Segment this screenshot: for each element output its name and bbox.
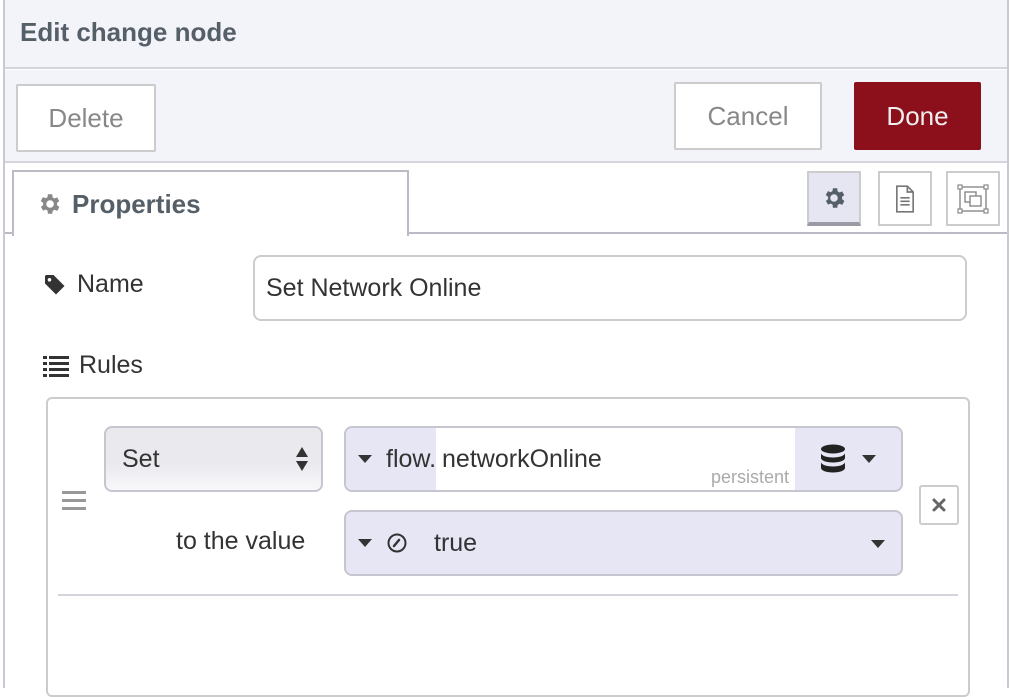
database-icon [821,444,846,473]
tab-bar: Properties [5,165,1007,236]
gear-icon [40,194,60,214]
cancel-button[interactable]: Cancel [674,82,822,150]
rules-list: Set flow. networkOnline persistent [46,397,970,697]
document-icon [896,184,914,213]
tag-icon [45,274,65,294]
caret-down-icon [871,540,885,548]
remove-rule-button[interactable] [919,485,959,525]
list-icon [43,355,69,377]
value-type-select[interactable] [346,512,408,574]
close-icon [932,498,946,512]
tab-properties[interactable]: Properties [12,170,409,236]
name-label-text: Name [77,270,144,298]
name-input[interactable] [253,255,967,321]
edit-tray: Edit change node Delete Cancel Done Prop… [3,0,1009,697]
delete-button[interactable]: Delete [16,84,156,152]
to-the-value-label: to the value [176,527,306,555]
rules-label-text: Rules [79,351,143,379]
rule-action-value: Set [122,444,160,473]
caret-down-icon [862,455,877,463]
caret-down-icon [358,455,372,463]
caret-down-icon [358,539,372,547]
tab-properties-label: Properties [72,188,201,219]
boolean-icon [387,533,407,553]
rule-divider [58,594,958,596]
value-input[interactable]: true [344,510,903,576]
target-property-field[interactable]: networkOnline persistent [436,428,796,490]
target-type-label: flow. [386,444,437,473]
target-property-value: networkOnline [442,444,602,473]
properties-view-button[interactable] [807,171,861,226]
rules-label: Rules [43,351,143,380]
tray-header: Edit change node [5,0,1007,69]
done-button[interactable]: Done [854,82,981,150]
gear-icon [825,187,845,208]
tray-title: Edit change node [20,17,237,47]
description-view-button[interactable] [878,171,932,226]
drag-handle-icon[interactable] [62,491,86,511]
value-field: true [434,528,478,557]
select-arrows-icon [296,447,308,471]
target-property-input: flow. networkOnline persistent [344,426,903,492]
name-label: Name [43,270,144,299]
tray-toolbar: Delete Cancel Done [5,70,1007,163]
frame-icon [957,183,989,214]
context-store-label: persistent [710,467,790,487]
target-type-select[interactable]: flow. [346,428,437,490]
context-store-select[interactable] [795,428,901,490]
rule-action-select[interactable]: Set [104,426,323,492]
appearance-view-button[interactable] [946,171,1000,226]
